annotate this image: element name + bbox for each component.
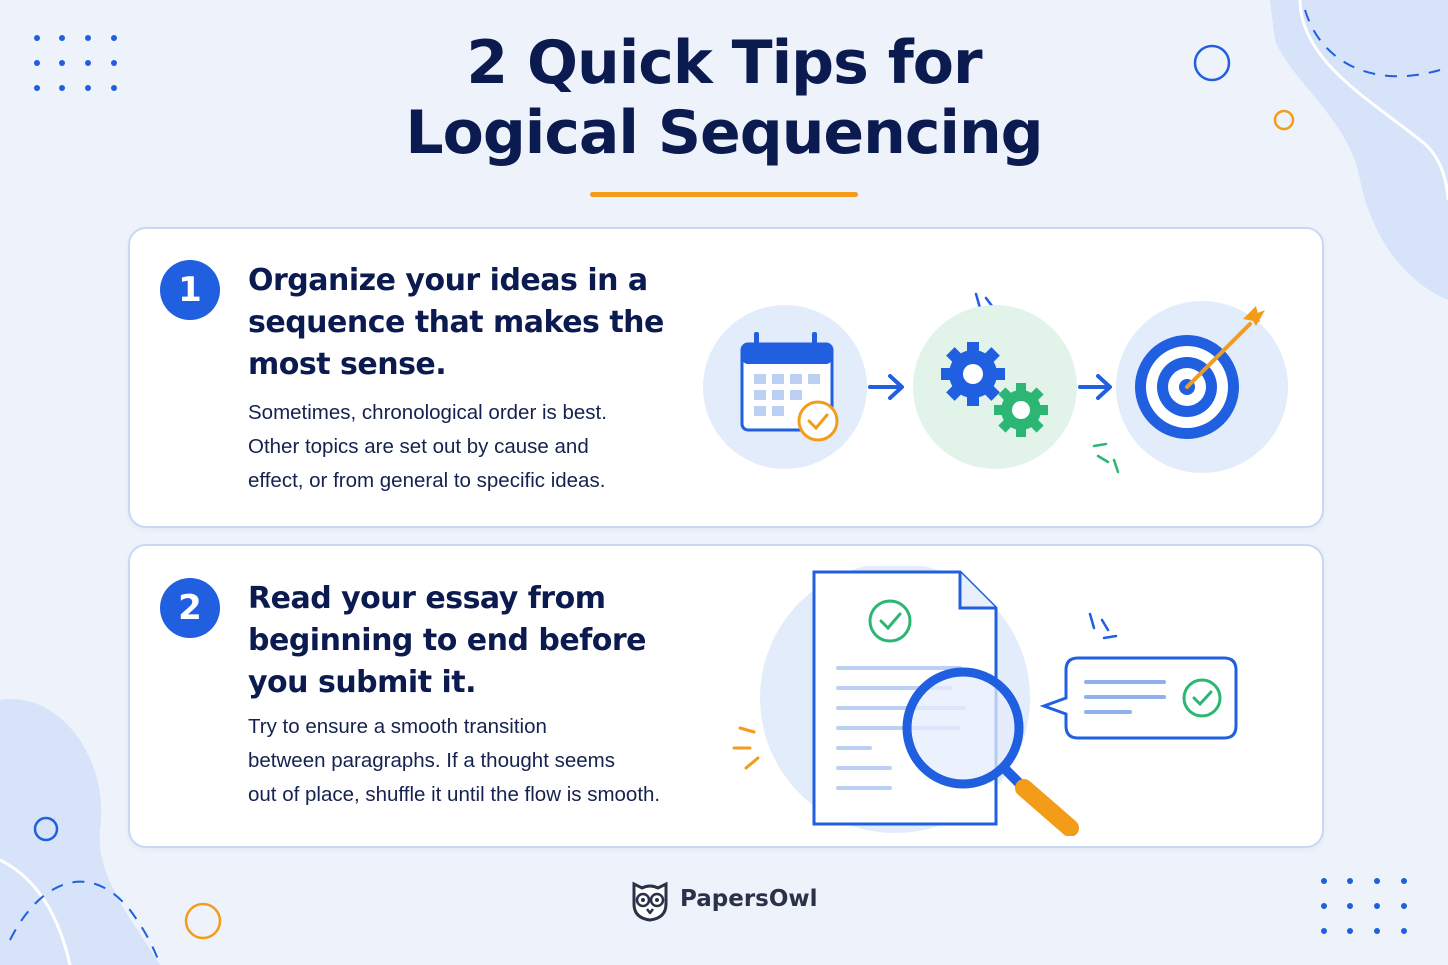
arrow-right-icon-1 [868,374,904,400]
tip-body-2-line-3: out of place, shuffle it until the flow … [248,783,661,806]
gears-bg [913,305,1077,469]
tip-heading-1: Organize your ideas in a sequence that m… [248,260,664,386]
tip-card-2: 2 Read your essay from beginning to end … [128,544,1324,848]
arrow-right-icon-2 [1078,374,1112,400]
tip-heading-2-line-2: beginning to end before [248,623,647,658]
tip-number-badge-1: 1 [160,260,220,320]
title-line-1: 2 Quick Tips for [466,28,982,98]
magnifying-glass-icon [902,667,1079,836]
tip-body-1-line-2: Other topics are set out by cause and [248,435,589,458]
target-arrow-icon [1135,306,1265,439]
tip-body-1: Sometimes, chronological order is best. … [248,396,607,498]
tip-heading-2-line-3: you submit it. [248,665,477,700]
tip-heading-2-line-1: Read your essay from [248,581,606,616]
tip-heading-1-line-1: Organize your ideas in a [248,263,648,298]
tip-heading-1-line-2: sequence that makes the [248,305,664,340]
review-illustration [732,566,1238,836]
title-line-2: Logical Sequencing [405,98,1043,168]
tip-body-2-line-2: between paragraphs. If a thought seems [248,749,615,772]
footer-brand-name: PapersOwl [680,886,818,912]
tip-card-1: 1 Organize your ideas in a sequence that… [128,227,1324,528]
page-title: 2 Quick Tips for Logical Sequencing [0,28,1448,168]
tip-body-2: Try to ensure a smooth transition betwee… [248,710,660,812]
tip-body-1-line-1: Sometimes, chronological order is best. [248,401,607,424]
tip-body-2-line-1: Try to ensure a smooth transition [248,715,547,738]
title-underline [590,192,858,197]
tip-heading-1-line-3: most sense. [248,347,447,382]
calendar-check-icon [740,332,839,442]
tip-body-1-line-3: effect, or from general to specific idea… [248,469,606,492]
speech-bubble-check-icon [1039,656,1238,740]
tip-number-badge-2: 2 [160,578,220,638]
sequence-illustration [703,292,1288,474]
gears-icon [941,342,1048,437]
tip-heading-2: Read your essay from beginning to end be… [248,578,647,704]
owl-logo-icon [632,881,668,922]
